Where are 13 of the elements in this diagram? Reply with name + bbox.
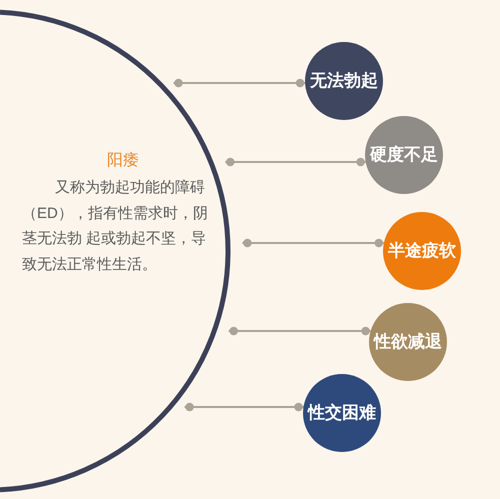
circle-label: 半途疲软 (388, 240, 456, 262)
arc-panel (0, 9, 232, 493)
connector-line (184, 402, 304, 412)
connector-line (228, 326, 371, 336)
connector-line (174, 78, 306, 88)
circle-label: 无法勃起 (310, 70, 378, 92)
heading-text: 阳痿 (107, 151, 139, 170)
circle-label: 性欲减退 (374, 332, 442, 352)
circle-label: 性交困难 (308, 402, 376, 424)
paragraph: 又称为勃起功能的障碍（ED），指有性需求时，阴茎无法勃 起或勃起不坚，导致无法正常性生活。 (22, 178, 209, 274)
connector-line (242, 238, 384, 248)
circle-label: 硬度不足 (370, 144, 438, 166)
connector-line (225, 158, 366, 166)
